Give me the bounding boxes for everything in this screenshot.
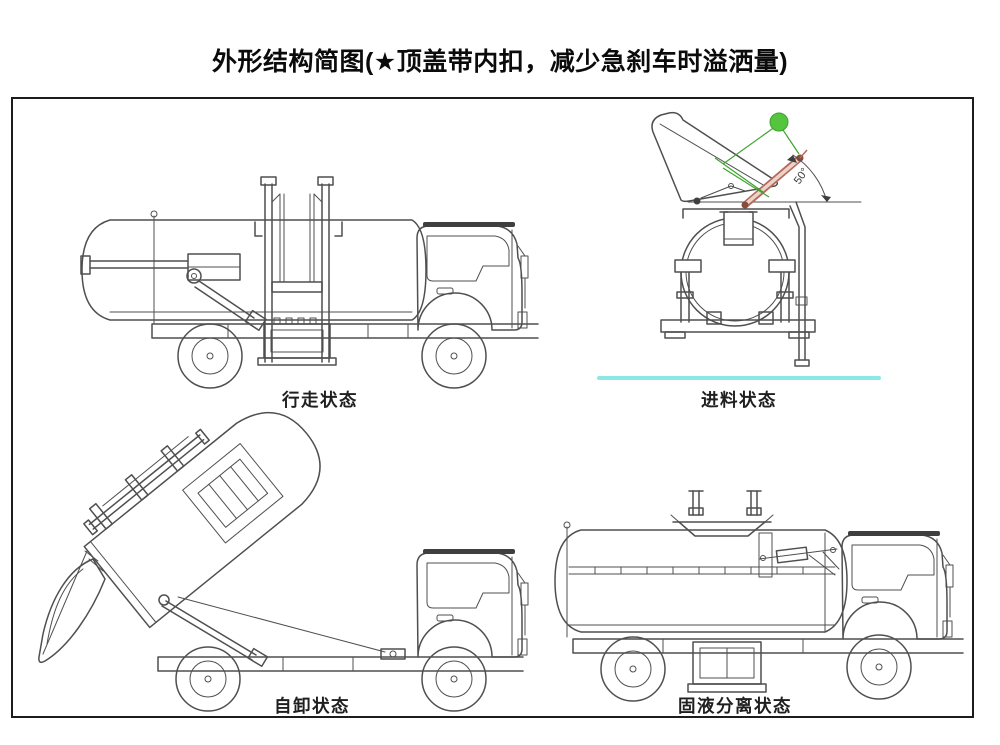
rear-wheel [177,323,243,389]
caption-feeding-state: 进料状态 [701,390,777,410]
open-lid [651,111,779,205]
cab [416,548,529,658]
folded-lifter [670,490,774,537]
page-title: 外形结构简图(★顶盖带内扣，减少急刹车时溢洒量) [211,48,789,76]
truck-dumping-drawing [38,411,529,712]
lid-cylinder-rod [741,149,808,209]
open-rear-door [38,550,106,664]
caption-dumping-state: 自卸状态 [274,696,350,716]
truck-side-view-drawing [80,176,539,389]
angle-label: 50° [792,166,811,187]
panel-feeding-state: 50° [593,102,893,387]
dimension-leaders [714,123,800,198]
tilted-tank-assembly [83,411,321,629]
pivot-bracket [380,648,406,660]
panel-dumping-state [23,409,533,715]
bin-lifter [254,176,343,366]
cab [841,530,954,640]
filler-neck [719,211,758,246]
support-legs [660,259,816,339]
side-rail [789,201,810,367]
chassis [151,323,539,339]
tank-top-plane [682,208,790,219]
panel-separation-state [543,489,973,714]
rear-wheel [600,636,666,702]
hoist-cylinder [158,594,386,668]
cab [416,221,529,331]
loading-arm [80,253,267,331]
separator-mechanism [758,546,840,576]
chassis [157,656,524,672]
panel-driving-state [68,164,548,399]
lift-platform [687,641,767,693]
caption-separation-state: 固液分离状态 [678,696,792,716]
tank-body [554,521,848,638]
tank-rear-view-drawing: 50° [597,111,881,380]
front-wheel [421,323,487,389]
dimension-target-dot [769,112,789,132]
diagram-frame: 50° [11,97,974,718]
front-wheel [846,634,912,700]
chassis [572,638,964,654]
caption-driving-state: 行走状态 [282,390,358,410]
truck-separation-drawing [554,490,964,702]
tank-body [81,210,427,325]
